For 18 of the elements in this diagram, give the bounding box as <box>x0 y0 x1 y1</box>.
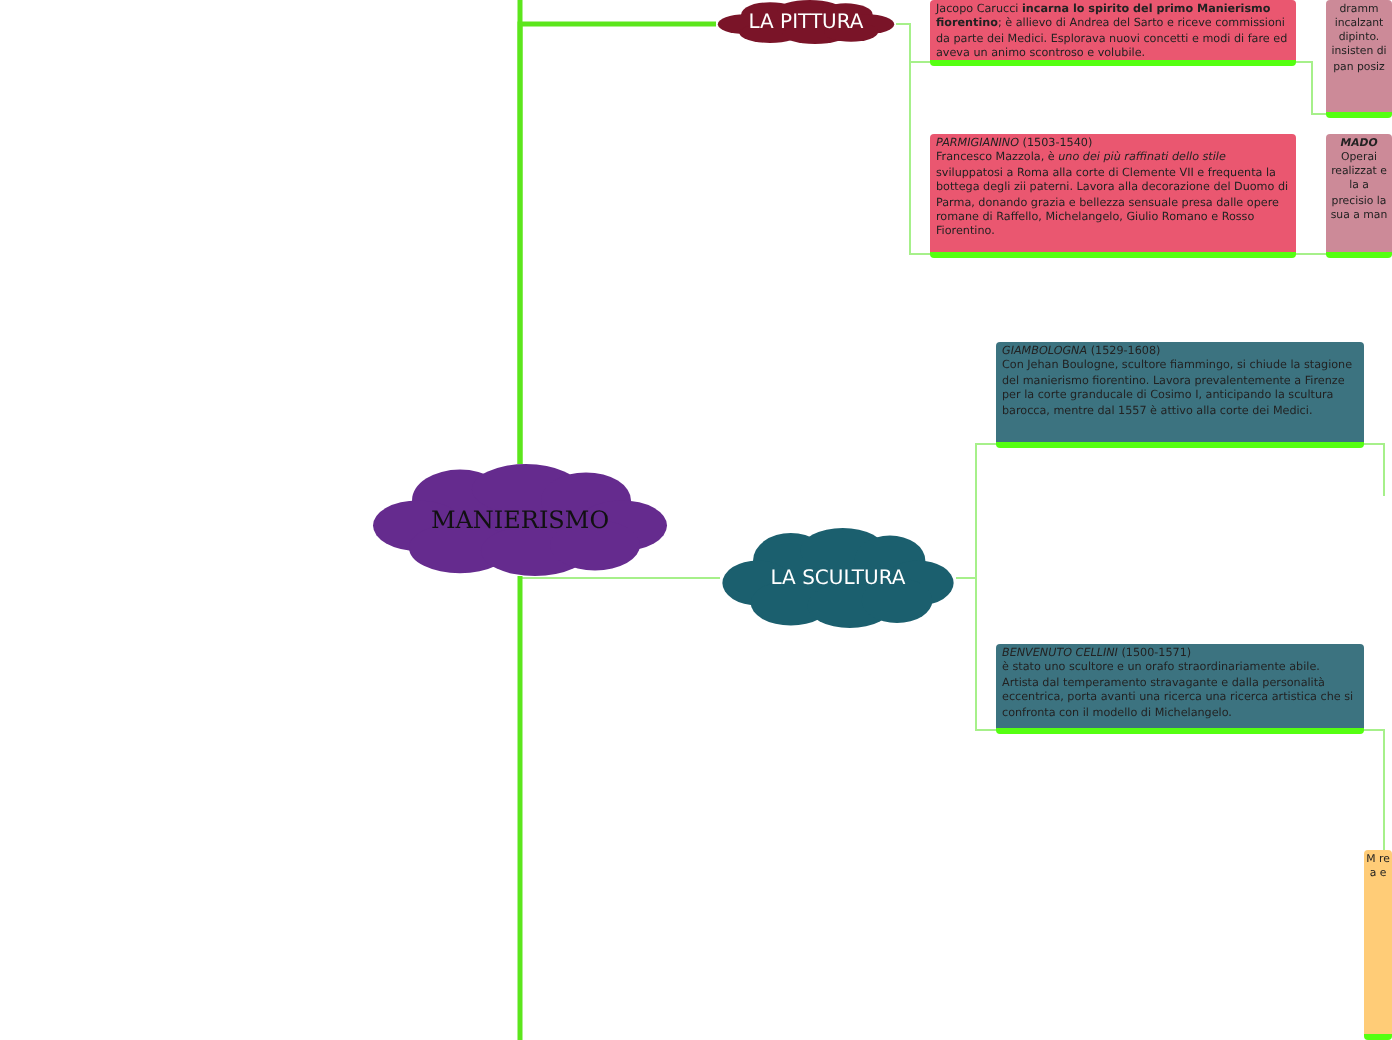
note-card <box>1326 0 1392 118</box>
connector-line <box>1363 443 1385 497</box>
node-title: LA PITTURA <box>748 11 864 33</box>
note-card <box>1364 850 1392 1040</box>
connector-line <box>1363 729 1385 851</box>
connector-line <box>519 575 721 579</box>
note-card <box>996 342 1364 448</box>
note-card <box>1326 134 1392 258</box>
connector-line <box>1295 253 1327 255</box>
node-title: MANIERISMO <box>430 506 610 534</box>
connector-line <box>517 576 523 1040</box>
connector-line <box>517 0 523 464</box>
connector-line <box>1295 61 1327 115</box>
note-card <box>930 134 1296 258</box>
connector-line <box>955 577 997 731</box>
connector-line <box>895 23 931 255</box>
node-title: LA SCULTURA <box>770 567 906 589</box>
note-card <box>996 644 1364 734</box>
